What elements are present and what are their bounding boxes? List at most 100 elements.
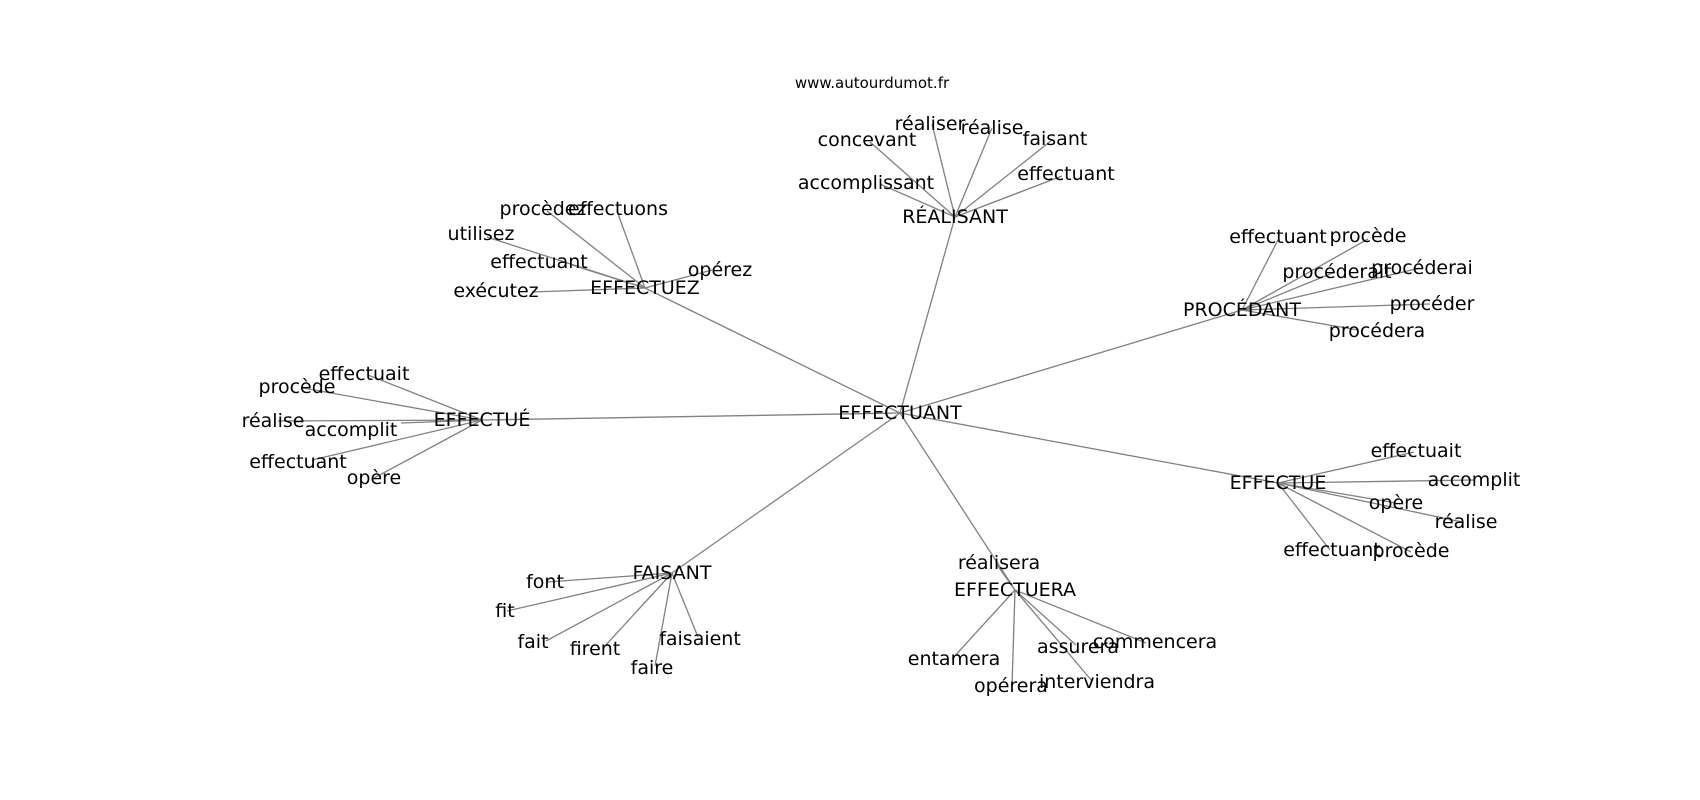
edge-hub-leaf: [302, 387, 483, 421]
leaf-node-label: faire: [631, 657, 674, 679]
edge-hub-leaf: [277, 419, 483, 422]
leaf-node-label: fit: [495, 600, 514, 622]
leaf-node-label: opérera: [974, 675, 1048, 697]
leaf-node-label: effectuait: [1371, 440, 1462, 462]
leaf-node-label: procéderait: [1282, 261, 1391, 283]
leaf-node-label: faisaient: [659, 628, 741, 650]
leaf-node-label: procédera: [1329, 320, 1425, 342]
edge-center-hub: [899, 412, 1016, 591]
edge-hub-leaf: [1241, 303, 1431, 311]
leaf-node-label: réalise: [961, 117, 1024, 139]
edge-hub-leaf: [1241, 239, 1279, 311]
leaf-node-label: opère: [347, 467, 401, 489]
edge-hub-leaf: [1277, 482, 1397, 504]
edge-hub-leaf: [671, 572, 699, 638]
edge-center-hub: [671, 412, 901, 574]
leaf-node-label: exécutez: [453, 280, 538, 302]
leaf-node-label: effectuant: [249, 451, 347, 473]
leaf-node-label: interviendra: [1039, 671, 1155, 693]
edge-hub-leaf: [1277, 451, 1415, 484]
edge-hub-leaf: [546, 572, 673, 583]
edge-hub-leaf: [1014, 589, 1147, 644]
hub-node-label: EFFECTUEZ: [590, 277, 700, 299]
leaf-node-label: opérez: [688, 259, 752, 281]
hub-node-label: FAISANT: [632, 562, 711, 584]
edge-hub-leaf: [1277, 479, 1475, 484]
leaf-node-label: effectuant: [1283, 539, 1381, 561]
hub-node-label: EFFECTUÉ: [434, 408, 531, 431]
edge-hub-leaf: [546, 210, 646, 289]
leaf-node-label: procède: [1330, 225, 1407, 247]
edge-hub-leaf: [1014, 589, 1093, 682]
leaf-node-label: effectuait: [319, 363, 410, 385]
leaf-node-label: effectuant: [490, 251, 588, 273]
leaf-node-label: réalise: [1435, 511, 1498, 533]
edge-hub-leaf: [1241, 267, 1421, 311]
hub-node-label: RÉALISANT: [902, 205, 1008, 228]
leaf-node-label: accomplit: [1428, 469, 1521, 491]
edge-hub-leaf: [311, 419, 483, 461]
hub-node-label: EFFECTUE: [1230, 472, 1327, 494]
edge-hub-leaf: [616, 210, 646, 289]
edge-hub-leaf: [1277, 482, 1463, 523]
leaf-node-label: réaliser: [895, 113, 966, 135]
edge-hub-leaf: [603, 572, 673, 648]
leaf-node-label: fait: [517, 631, 548, 653]
center-node-label: EFFECTUANT: [838, 402, 962, 424]
leaf-node-label: procéderai: [1371, 257, 1473, 279]
edge-hub-leaf: [654, 572, 673, 667]
leaf-node-label: procède: [1373, 540, 1450, 562]
edge-center-hub: [899, 216, 956, 414]
leaf-node-label: font: [526, 571, 564, 593]
edge-hub-leaf: [1241, 271, 1336, 311]
graph-edges: [277, 123, 1475, 687]
leaf-node-label: accomplissant: [798, 172, 934, 194]
edge-hub-leaf: [367, 374, 483, 421]
edge-hub-leaf: [954, 175, 1063, 218]
leaf-node-label: faisant: [1023, 128, 1088, 150]
edge-hub-leaf: [954, 127, 993, 218]
edge-hub-leaf: [951, 589, 1016, 660]
edge-hub-leaf: [1277, 482, 1331, 551]
edge-hub-leaf: [644, 269, 713, 289]
leaf-node-label: procède: [259, 376, 336, 398]
leaf-node-label: entamera: [908, 648, 1000, 670]
leaf-node-label: procéder: [1390, 293, 1475, 315]
leaf-node-label: accomplit: [305, 419, 398, 441]
leaf-node-label: réalisera: [958, 552, 1040, 574]
edge-hub-leaf: [869, 141, 956, 218]
edge-hub-leaf: [954, 139, 1053, 218]
edge-hub-leaf: [1241, 238, 1369, 311]
edge-hub-leaf: [571, 264, 646, 289]
edge-hub-leaf: [506, 572, 673, 612]
hub-node-label: PROCÉDANT: [1183, 298, 1301, 321]
edge-hub-leaf: [1011, 589, 1016, 687]
hub-node-label: EFFECTUERA: [954, 579, 1076, 601]
leaf-node-label: concevant: [818, 129, 917, 151]
leaf-node-label: procèdez: [500, 198, 587, 220]
edge-hub-leaf: [400, 419, 483, 424]
edge-hub-leaf: [996, 564, 1016, 591]
edge-hub-leaf: [1014, 589, 1077, 646]
edge-hub-leaf: [1241, 309, 1359, 331]
edge-hub-leaf: [373, 419, 483, 479]
leaf-node-label: effectuons: [568, 198, 668, 220]
leaf-node-label: effectuant: [1229, 226, 1327, 248]
edge-center-hub: [644, 287, 901, 414]
watermark-text: www.autourdumot.fr: [795, 74, 950, 92]
edge-hub-leaf: [931, 123, 956, 218]
edge-center-hub: [481, 412, 901, 421]
edge-hub-leaf: [545, 572, 673, 642]
leaf-node-label: utilisez: [448, 223, 515, 245]
leaf-node-label: réalise: [242, 410, 305, 432]
leaf-node-label: effectuant: [1017, 163, 1115, 185]
leaf-node-label: firent: [570, 638, 621, 660]
edge-hub-leaf: [531, 287, 646, 293]
edge-hub-leaf: [879, 183, 956, 218]
edge-hub-leaf: [1277, 482, 1412, 553]
leaf-node-label: commencera: [1093, 631, 1217, 653]
edge-center-hub: [899, 309, 1243, 414]
leaf-node-label: assurera: [1037, 636, 1119, 658]
